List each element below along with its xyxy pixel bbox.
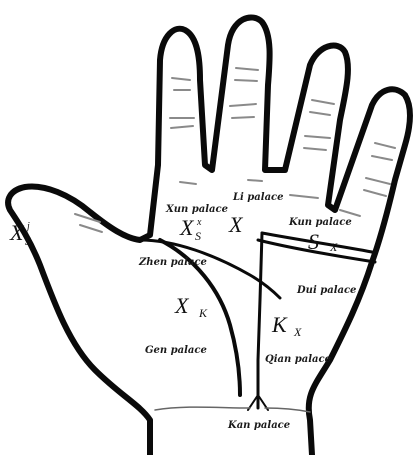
symbol-x: X xyxy=(229,214,242,236)
dui-palace-label: Dui palace xyxy=(297,285,356,296)
wrist-crease-right xyxy=(265,408,310,412)
kan-palace-label: Kan palace xyxy=(228,420,290,431)
fate-line xyxy=(258,233,262,408)
symbol-xs-x: X S x xyxy=(180,217,210,247)
symbol-x-k: X K xyxy=(175,295,215,325)
gen-palace-label: Gen palace xyxy=(145,345,207,356)
kun-palace-label: Kun palace xyxy=(289,217,352,228)
xun-palace-label: Xun palace xyxy=(166,204,228,215)
qian-palace-label: Qian palace xyxy=(265,354,331,365)
symbol-k-x: K X xyxy=(272,314,312,344)
zhen-palace-label: Zhen palace xyxy=(139,257,207,268)
wrist-crease-left xyxy=(155,407,250,410)
symbol-xs-j: X S j xyxy=(10,222,40,252)
li-palace-label: Li palace xyxy=(233,192,284,203)
symbol-s-x: S X xyxy=(308,231,344,261)
